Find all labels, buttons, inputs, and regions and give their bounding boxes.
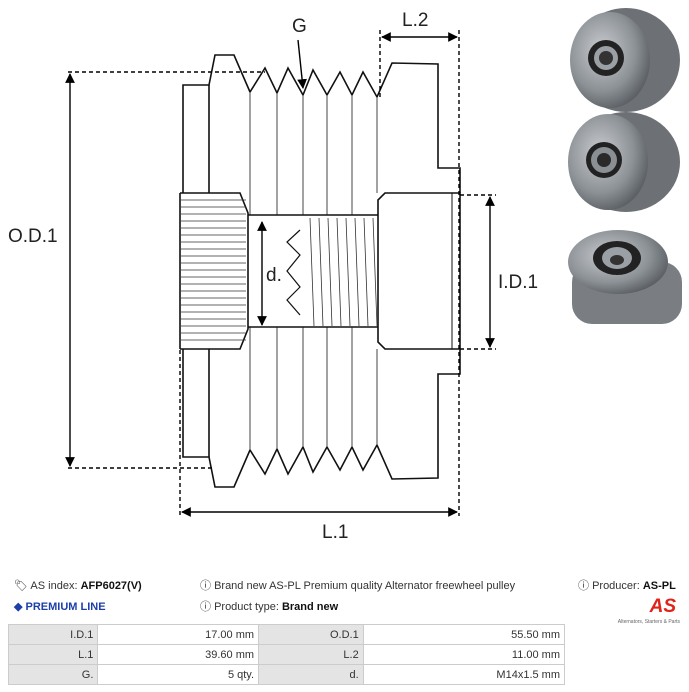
diamond-icon: ◆ [14,601,23,613]
as-index: 🏷︎ AS index: AFP6027(V) [14,580,142,592]
spec-label: I.D.1 [7,624,99,645]
thread-line [372,217,378,327]
product-photo-angle [568,112,680,212]
label-l1: L.1 [322,522,349,543]
premium-line-badge: ◆ PREMIUM LINE [14,601,106,613]
label-l2: L.2 [402,10,429,31]
thread-line [327,217,333,327]
spec-value: 39.60 mm [97,644,260,665]
spec-value: 11.00 mm [362,644,566,665]
info-circle-icon: ⓘ [200,580,211,592]
product-photo-front [570,8,680,112]
spec-value: 5 qty. [97,664,260,685]
label-od1: O.D.1 [8,226,58,247]
spec-value: 17.00 mm [97,624,260,645]
product-type: ⓘ Product type: Brand new [200,601,339,613]
spec-label: L.2 [258,644,364,665]
as-pl-logo: AS Alternators, Starters & Parts [617,596,680,626]
thread-line [345,217,351,327]
pulley-outline [179,54,461,488]
spec-value: 55.50 mm [362,624,566,645]
label-d: d. [266,265,282,286]
producer: ⓘ Producer: AS-PL [578,580,676,592]
thread-line [318,217,324,327]
thread-line [336,217,342,327]
spec-value: M14x1.5 mm [362,664,566,685]
dimension-lines [65,30,496,517]
description: ⓘ Brand new AS-PL Premium quality Altern… [200,580,516,592]
spec-label: G. [7,664,99,685]
spec-row: G.5 qty.d.M14x1.5 mm [7,664,566,685]
spec-label: L.1 [7,644,99,665]
info-circle-icon: ⓘ [200,601,211,613]
thread-line [309,217,315,327]
spec-label: O.D.1 [258,624,364,645]
info-circle-icon: ⓘ [578,580,589,592]
pulley-technical-drawing [65,8,682,517]
tags-icon: 🏷︎ [14,580,28,592]
product-photo-back [568,230,682,324]
spec-label: d. [258,664,364,685]
label-g: G [292,16,307,37]
thread-line [354,217,360,327]
thread-line [363,217,369,327]
label-id1: I.D.1 [498,272,539,293]
